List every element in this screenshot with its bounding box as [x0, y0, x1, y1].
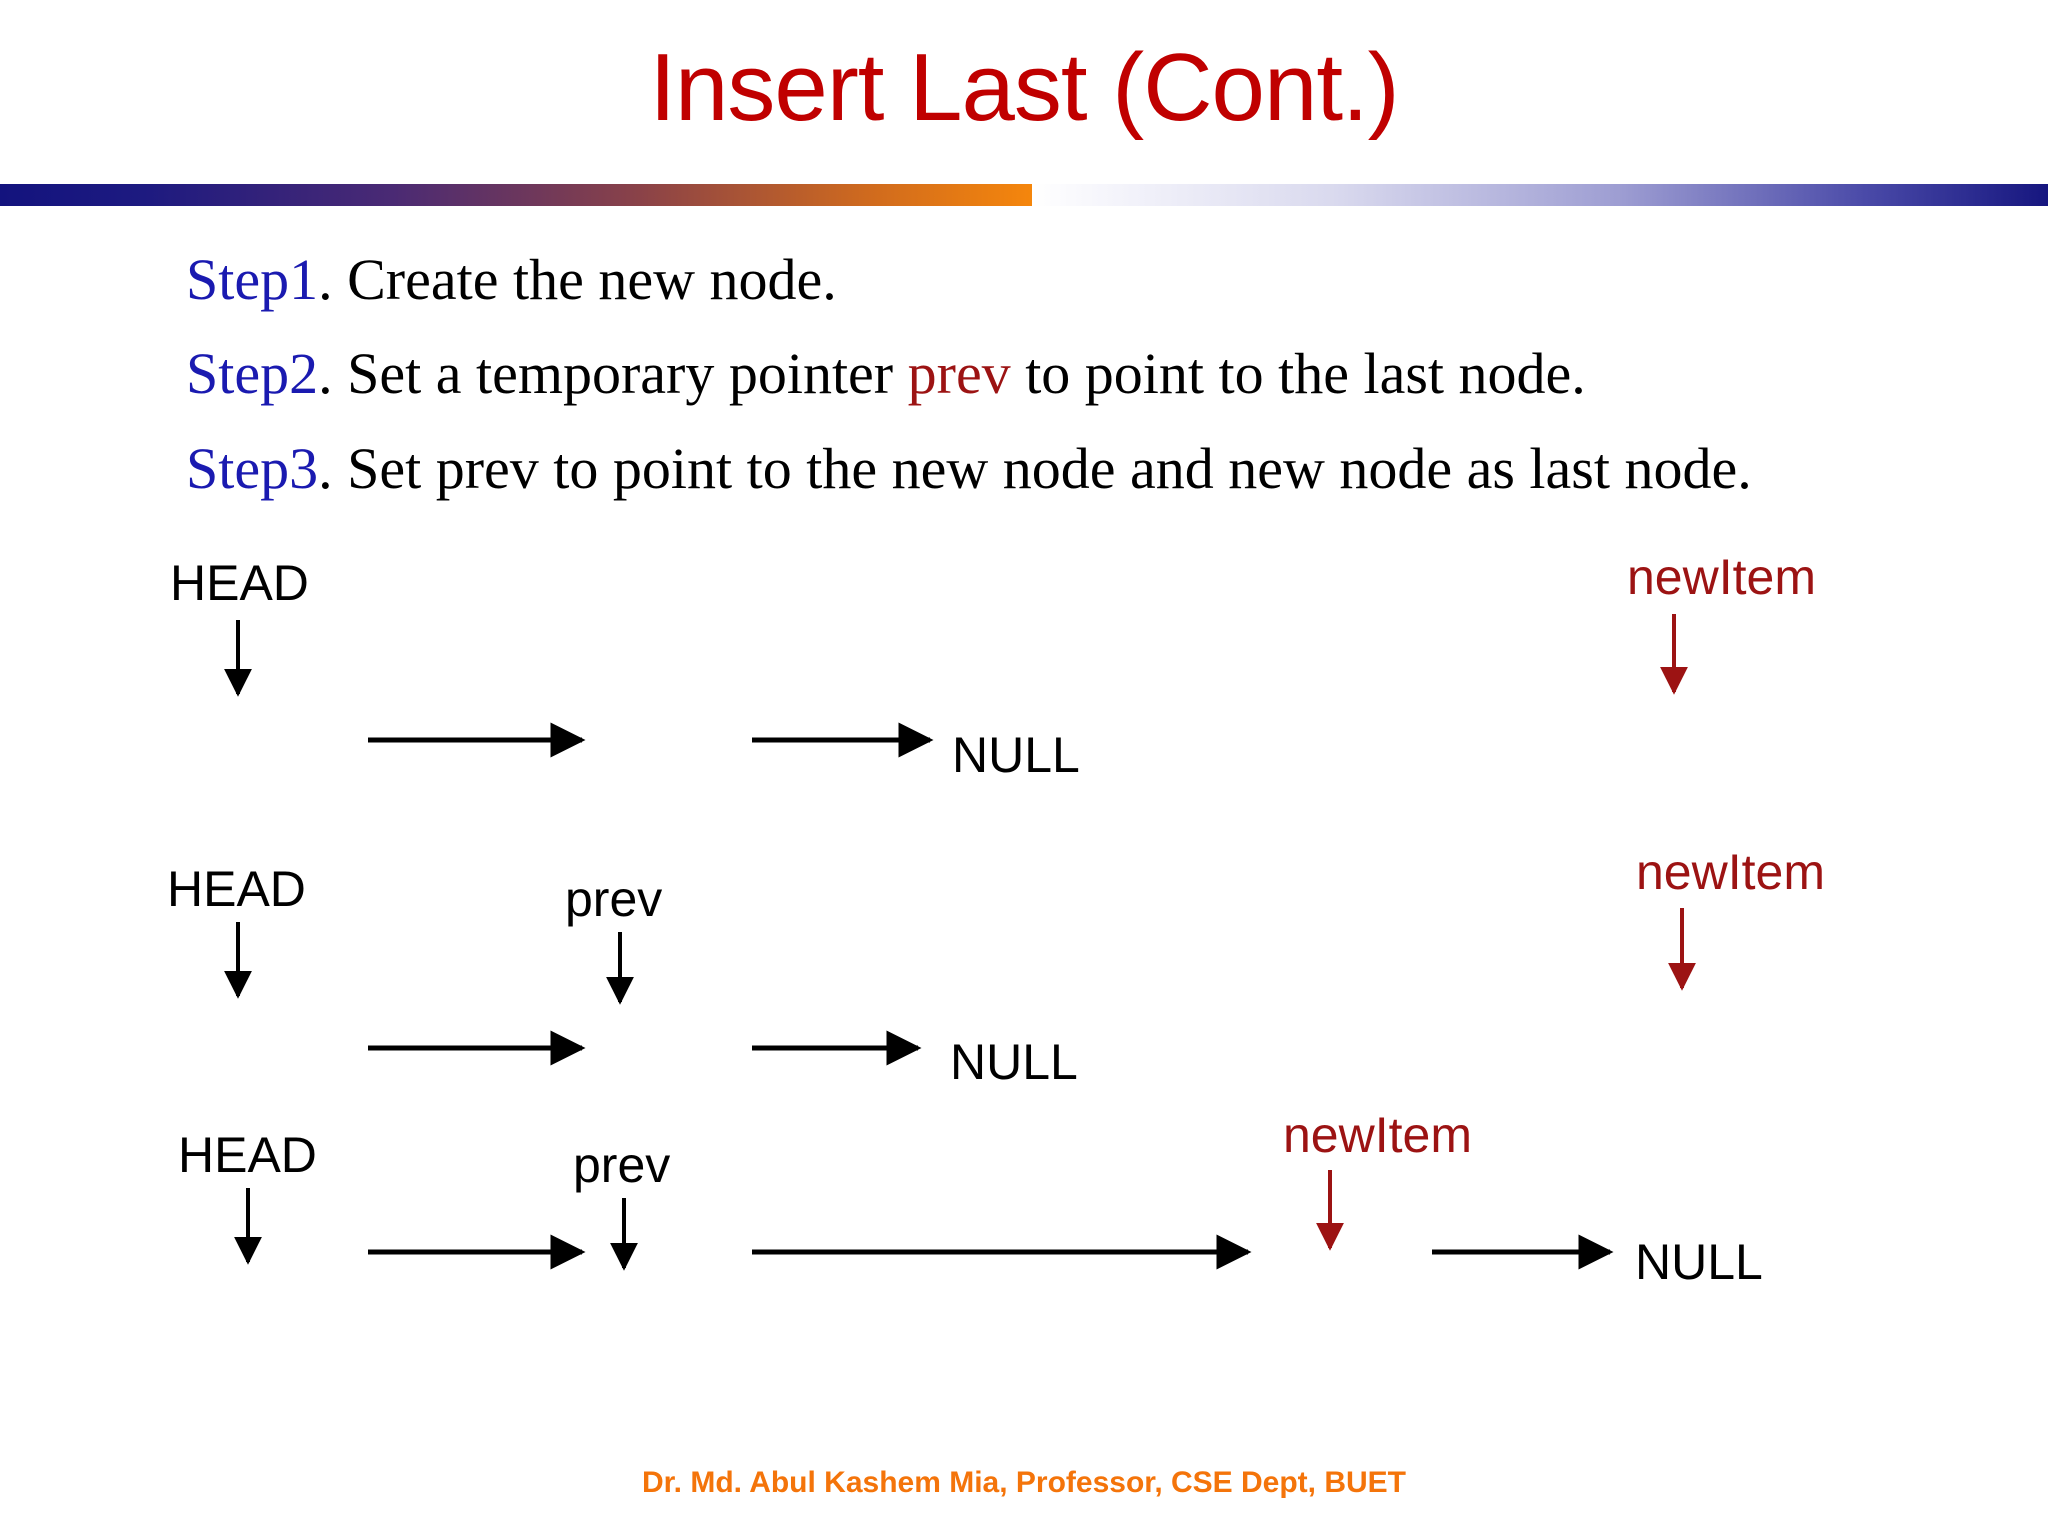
step-3-key: Step3 — [186, 435, 319, 501]
step-1-text: Create the new node. — [347, 247, 837, 312]
title-divider-bar — [0, 184, 2048, 206]
diagram-label-prev-2: prev — [565, 871, 663, 927]
step-2-key: Step2 — [186, 341, 319, 407]
diagram-label-newitem-3: newItem — [1283, 1107, 1472, 1163]
step-line-1: Step1. Create the new node. — [186, 246, 1986, 314]
steps-list: Step1. Create the new node. Step2. Set a… — [186, 246, 1986, 529]
diagram-label-head-1: HEAD — [170, 555, 309, 611]
row-3-linked — [234, 1170, 1614, 1271]
divider-gradient-right — [1032, 184, 2048, 206]
row-1-initial-list — [224, 614, 1688, 758]
step-2-text-b: to point to the last node. — [1010, 341, 1586, 407]
step-1-key: Step1 — [186, 247, 319, 312]
step-line-2: Step2. Set a temporary pointer prev to p… — [186, 340, 1986, 408]
step-2-text-a: Set a temporary pointer — [347, 341, 908, 407]
step-2-prev-keyword: prev — [907, 341, 1011, 407]
diagram-label-newitem-2: newItem — [1636, 844, 1825, 900]
slide-footer-attribution: Dr. Md. Abul Kashem Mia, Professor, CSE … — [641, 1466, 1407, 1499]
row-2-prev-set — [224, 908, 1696, 1066]
step-2-separator: . — [318, 341, 348, 407]
slide-title: Insert Last (Cont.) — [649, 34, 1399, 141]
diagram-label-head-3: HEAD — [178, 1127, 317, 1183]
diagram-label-null-1: NULL — [952, 727, 1080, 783]
step-3-text: Set prev to point to the new node and ne… — [347, 435, 1752, 501]
diagram-label-null-3: NULL — [1635, 1234, 1763, 1290]
step-1-separator: . — [318, 247, 348, 312]
diagram-label-head-2: HEAD — [167, 861, 306, 917]
step-line-3: Step3. Set prev to point to the new node… — [186, 435, 1986, 503]
diagram-label-newitem-1: newItem — [1627, 549, 1816, 605]
divider-gradient-left — [0, 184, 1032, 206]
diagram-label-null-2: NULL — [950, 1034, 1078, 1090]
diagram-label-prev-3: prev — [573, 1137, 671, 1193]
step-3-separator: . — [318, 435, 348, 501]
